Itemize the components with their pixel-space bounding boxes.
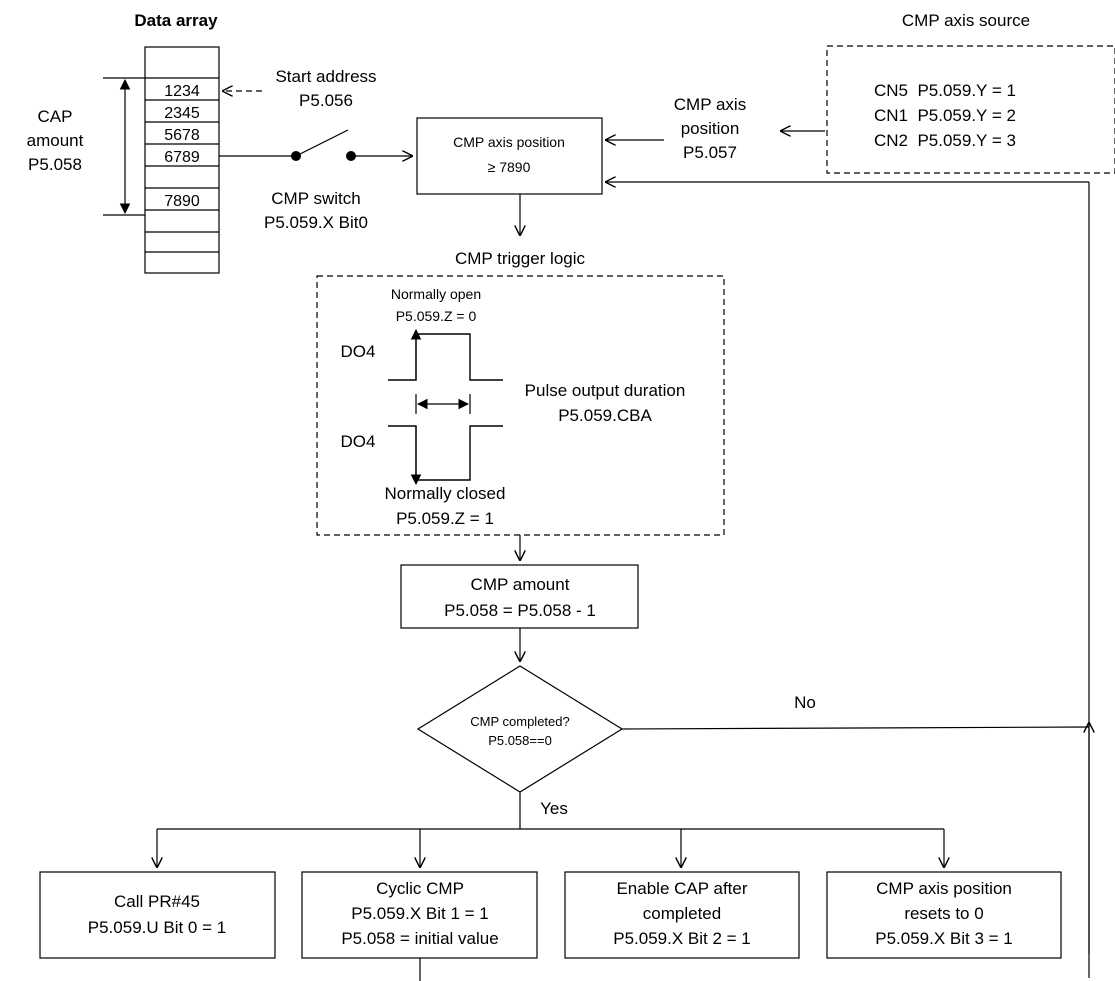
cmp-axis-position-box-label: CMP axis position	[453, 134, 565, 150]
cmp-amount-label: CMP amount	[471, 575, 570, 594]
data-array-frame	[144, 46, 220, 274]
decision-condition: P5.058==0	[488, 733, 552, 748]
outcome-cyclic-cmp: Cyclic CMP P5.059.X Bit 1 = 1 P5.058 = i…	[301, 871, 538, 959]
cap-amount-bracket	[103, 77, 145, 216]
cmp-axis-source-row: CN2 P5.059.Y = 3	[874, 131, 1016, 150]
do4-bottom-label: DO4	[341, 432, 376, 451]
cmp-amount-formula: P5.058 = P5.058 - 1	[444, 601, 596, 620]
feedback-loop	[605, 182, 1089, 978]
cmp-switch-param: P5.059.X Bit0	[264, 213, 368, 232]
data-array-cell: 1234	[164, 83, 200, 100]
cmp-switch	[219, 129, 413, 161]
data-array-cell: 2345	[164, 105, 200, 122]
no-branch-line	[621, 726, 1090, 730]
outcome-title: CMP axis position	[876, 879, 1012, 898]
cap-amount-label: CAP	[38, 107, 73, 126]
outcome-title: Call PR#45	[114, 892, 200, 911]
outcome-title: resets to 0	[904, 904, 983, 923]
normally-closed-param: P5.059.Z = 1	[396, 509, 494, 528]
start-address-param: P5.056	[299, 91, 353, 110]
outcome-param: P5.059.X Bit 3 = 1	[875, 929, 1013, 948]
cmp-axis-position-param: P5.057	[683, 143, 737, 162]
pulse-duration-param: P5.059.CBA	[558, 406, 652, 425]
outcome-param: P5.059.X Bit 2 = 1	[613, 929, 751, 948]
cap-amount-param: P5.058	[28, 155, 82, 174]
outcome-param: P5.059.U Bit 0 = 1	[88, 918, 226, 937]
cap-amount-label: amount	[27, 131, 84, 150]
outcome-param: P5.058 = initial value	[341, 929, 498, 948]
decision-question: CMP completed?	[470, 714, 569, 729]
data-array-cell: 5678	[164, 127, 200, 144]
trigger-logic-title: CMP trigger logic	[455, 249, 586, 268]
outcome-title: Enable CAP after	[616, 879, 747, 898]
do4-top-label: DO4	[341, 342, 376, 361]
cmp-axis-position-label: position	[681, 119, 740, 138]
normally-open-param: P5.059.Z = 0	[396, 308, 477, 324]
outcome-title: completed	[643, 904, 721, 923]
normally-open-waveform	[388, 328, 503, 381]
data-array: 1234 2345 5678 6789 7890	[144, 46, 220, 274]
outcome-param: P5.059.X Bit 1 = 1	[351, 904, 489, 923]
cmp-axis-source-row: CN1 P5.059.Y = 2	[874, 106, 1016, 125]
data-array-title: Data array	[134, 11, 218, 30]
outcome-enable-cap: Enable CAP after completed P5.059.X Bit …	[564, 871, 800, 959]
outcome-axis-reset: CMP axis position resets to 0 P5.059.X B…	[826, 871, 1062, 959]
normally-open-label: Normally open	[391, 286, 481, 302]
no-label: No	[794, 693, 816, 712]
trigger-logic-box	[316, 275, 725, 536]
data-array-cell: 7890	[164, 193, 200, 210]
cmp-axis-position-box	[416, 117, 603, 195]
cmp-axis-position-box-value: ≥ 7890	[488, 159, 531, 175]
cmp-switch-label: CMP switch	[271, 189, 360, 208]
cmp-axis-source-title: CMP axis source	[902, 11, 1030, 30]
yes-label: Yes	[540, 799, 568, 818]
cmp-axis-source-box	[826, 45, 1115, 174]
cmp-axis-position-label: CMP axis	[674, 95, 746, 114]
normally-closed-waveform	[388, 425, 503, 486]
outcome-title: Cyclic CMP	[376, 879, 464, 898]
cmp-axis-source-row: CN5 P5.059.Y = 1	[874, 81, 1016, 100]
data-array-cell: 6789	[164, 149, 200, 166]
normally-closed-label: Normally closed	[385, 484, 506, 503]
pulse-duration-label: Pulse output duration	[525, 381, 686, 400]
outcome-call-pr: Call PR#45 P5.059.U Bit 0 = 1	[39, 871, 276, 959]
cmp-completed-decision	[416, 665, 624, 793]
start-address-label: Start address	[275, 67, 376, 86]
